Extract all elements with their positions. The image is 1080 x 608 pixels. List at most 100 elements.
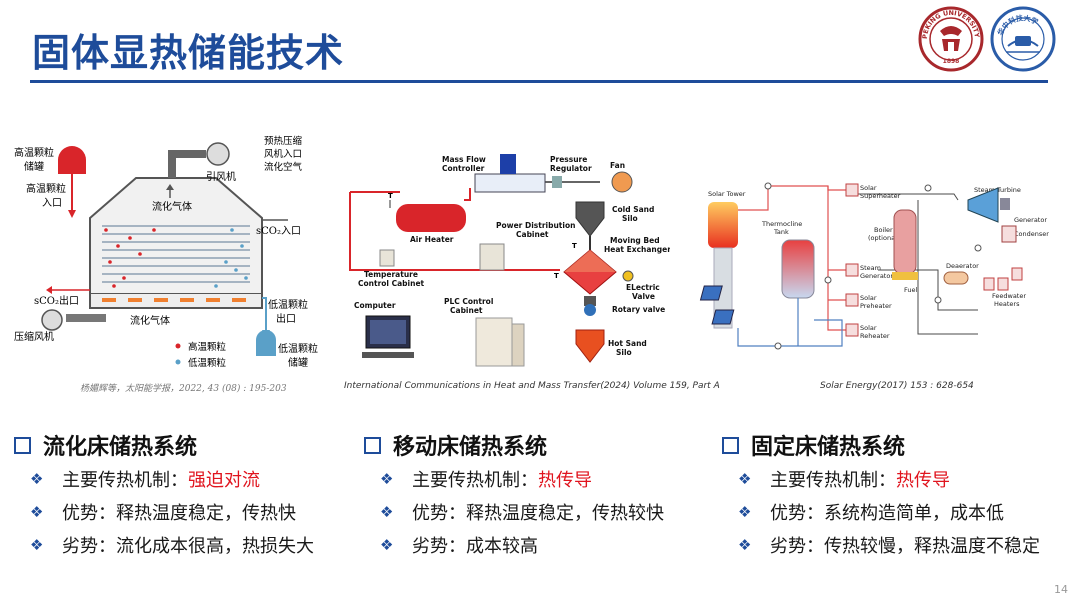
svg-text:流化气体: 流化气体: [152, 200, 192, 213]
figure1-caption: 杨媚辉等，太阳能学报，2022, 43 (08) : 195-203: [80, 384, 287, 394]
svg-text:高温颗粒: 高温颗粒: [188, 341, 227, 353]
disadvantage-bullet: ❖ 劣势：传热较慢，释热温度不稳定: [738, 535, 1040, 557]
svg-text:流化气体: 流化气体: [130, 314, 170, 327]
column-heading: 移动床储热系统: [393, 435, 548, 460]
svg-text:(optional): (optional): [868, 234, 899, 242]
advantage-bullet: ❖ 优势：释热温度稳定，传热快: [30, 502, 296, 524]
peking-university-logo: PEKING UNIVERSITY 1898: [918, 6, 984, 72]
svg-text:1898: 1898: [943, 58, 960, 65]
diamond-bullet-icon: ❖: [738, 535, 752, 554]
svg-text:sCO₂出口: sCO₂出口: [34, 294, 79, 307]
svg-text:Cold Sand: Cold Sand: [612, 205, 654, 214]
svg-text:Feedwater: Feedwater: [992, 292, 1026, 300]
svg-text:Controller: Controller: [442, 164, 485, 173]
svg-text:Regulator: Regulator: [550, 164, 592, 173]
svg-text:Solar Tower: Solar Tower: [708, 190, 746, 198]
svg-text:Solar: Solar: [860, 294, 877, 302]
title-divider: [30, 80, 1048, 83]
disadvantage-bullet: ❖ 劣势：成本较高: [380, 535, 538, 557]
svg-text:Control Cabinet: Control Cabinet: [358, 279, 425, 288]
svg-text:Superheater: Superheater: [860, 192, 901, 200]
fluidized-bed-column: 流化床储热系统 ❖ 主要传热机制：强迫对流 ❖ 优势：释热温度稳定，传热快 ❖ …: [14, 428, 314, 561]
moving-bed-diagram: Mass Flow Controller Pressure Regulator …: [349, 154, 670, 367]
svg-text:Fan: Fan: [610, 161, 625, 170]
svg-text:Tank: Tank: [773, 228, 789, 236]
slide-title: 固体显热储能技术: [32, 31, 345, 75]
svg-text:Temperature: Temperature: [364, 270, 418, 279]
svg-text:T: T: [572, 242, 577, 250]
mechanism-bullet: ❖ 主要传热机制：热传导: [738, 469, 950, 491]
svg-text:储罐: 储罐: [288, 356, 308, 369]
fixed-bed-diagram: Solar Tower Thermocline Tank Solar Super…: [699, 182, 1049, 350]
svg-text:Preheater: Preheater: [860, 302, 892, 310]
diamond-bullet-icon: ❖: [30, 469, 44, 488]
checkbox-icon: [722, 436, 739, 454]
svg-text:储罐: 储罐: [24, 160, 44, 173]
figure2-caption: International Communications in Heat and…: [344, 381, 720, 391]
fixed-bed-column: 固定床储热系统 ❖ 主要传热机制：热传导 ❖ 优势：系统构造简单，成本低 ❖ 劣…: [722, 428, 1040, 561]
svg-text:Generator: Generator: [1014, 216, 1047, 224]
page-number: 14: [1054, 583, 1068, 596]
svg-text:Heaters: Heaters: [994, 300, 1020, 308]
svg-text:Moving Bed: Moving Bed: [610, 236, 660, 245]
svg-text:Thermocline: Thermocline: [761, 220, 802, 228]
column-heading: 流化床储热系统: [43, 435, 198, 460]
hust-logo: 华中科技大学: [990, 6, 1056, 72]
svg-text:T: T: [388, 192, 393, 200]
svg-text:Silo: Silo: [616, 348, 632, 357]
svg-text:Solar: Solar: [860, 184, 877, 192]
svg-text:Pressure: Pressure: [550, 155, 587, 164]
svg-text:高温颗粒: 高温颗粒: [14, 146, 54, 159]
svg-text:Silo: Silo: [622, 214, 638, 223]
svg-text:Power Distribution: Power Distribution: [496, 221, 575, 230]
svg-text:Deaerator: Deaerator: [946, 262, 979, 270]
advantage-bullet: ❖ 优势：释热温度稳定，传热较快: [380, 502, 664, 524]
svg-text:预热压缩: 预热压缩: [264, 135, 303, 147]
svg-text:Heat Exchanger: Heat Exchanger: [604, 245, 670, 254]
diamond-bullet-icon: ❖: [738, 469, 752, 488]
checkbox-icon: [364, 436, 381, 454]
svg-text:Air Heater: Air Heater: [410, 235, 454, 244]
svg-text:Condenser: Condenser: [1014, 230, 1049, 238]
svg-text:Generator: Generator: [860, 272, 893, 280]
advantage-bullet: ❖ 优势：系统构造简单，成本低: [738, 502, 1004, 524]
column-heading: 固定床储热系统: [751, 435, 906, 460]
diamond-bullet-icon: ❖: [380, 469, 394, 488]
svg-text:引风机: 引风机: [206, 170, 236, 183]
svg-text:Mass Flow: Mass Flow: [442, 155, 486, 164]
svg-text:Cabinet: Cabinet: [450, 306, 483, 315]
fluidized-bed-diagram: 高温颗粒 储罐 高温颗粒 入口 引风机 预热压缩 风机入口 流化空气 流化气体 …: [14, 135, 318, 369]
diamond-bullet-icon: ❖: [30, 502, 44, 521]
svg-text:sCO₂入口: sCO₂入口: [256, 226, 301, 237]
disadvantage-bullet: ❖ 劣势：流化成本很高，热损失大: [30, 535, 314, 557]
figure3-caption: Solar Energy(2017) 153 : 628-654: [820, 381, 974, 391]
svg-text:风机入口: 风机入口: [264, 148, 302, 160]
svg-text:低温颗粒: 低温颗粒: [268, 298, 308, 311]
diamond-bullet-icon: ❖: [30, 535, 44, 554]
svg-text:Boiler: Boiler: [874, 226, 893, 234]
svg-text:Computer: Computer: [354, 301, 396, 310]
svg-text:入口: 入口: [42, 198, 62, 209]
svg-text:高温颗粒: 高温颗粒: [26, 182, 66, 195]
checkbox-icon: [14, 436, 31, 454]
svg-text:Rotary valve: Rotary valve: [612, 305, 665, 314]
svg-text:Reheater: Reheater: [860, 332, 890, 340]
moving-bed-column: 移动床储热系统 ❖ 主要传热机制：热传导 ❖ 优势：释热温度稳定，传热较快 ❖ …: [364, 428, 664, 561]
svg-text:低温颗粒: 低温颗粒: [188, 357, 227, 369]
svg-text:Solar: Solar: [860, 324, 877, 332]
mechanism-bullet: ❖ 主要传热机制：强迫对流: [30, 469, 260, 491]
svg-text:PLC Control: PLC Control: [444, 297, 493, 306]
svg-text:Cabinet: Cabinet: [516, 230, 549, 239]
svg-text:低温颗粒: 低温颗粒: [278, 342, 318, 355]
svg-text:流化空气: 流化空气: [264, 161, 303, 173]
svg-text:ELectric: ELectric: [626, 283, 660, 292]
diamond-bullet-icon: ❖: [738, 502, 752, 521]
svg-text:Hot Sand: Hot Sand: [608, 339, 647, 348]
svg-text:Fuel: Fuel: [904, 286, 918, 294]
mechanism-bullet: ❖ 主要传热机制：热传导: [380, 469, 592, 491]
svg-text:压缩风机: 压缩风机: [14, 330, 54, 343]
svg-text:T: T: [554, 272, 559, 280]
diamond-bullet-icon: ❖: [380, 535, 394, 554]
svg-text:Valve: Valve: [632, 292, 655, 301]
svg-text:出口: 出口: [276, 312, 296, 325]
